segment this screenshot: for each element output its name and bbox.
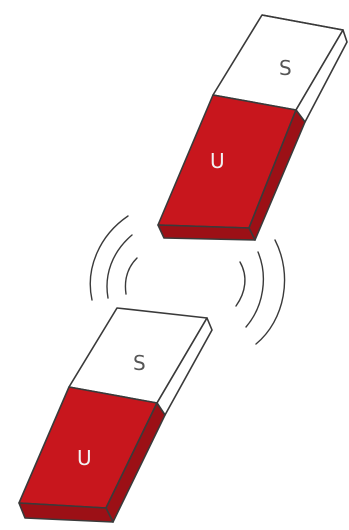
field-line-right-middle <box>245 251 264 328</box>
upper-magnet-bottom-pole-label: U <box>210 149 225 173</box>
lower-magnet: S U <box>18 307 213 523</box>
field-line-left-inner <box>124 257 138 295</box>
field-line-left-middle <box>106 234 133 299</box>
upper-magnet: S U <box>157 14 348 241</box>
lower-magnet-bottom-pole-label: U <box>77 446 92 470</box>
field-line-right-outer <box>255 239 286 345</box>
upper-magnet-top-pole-label: S <box>279 56 292 80</box>
field-line-left-outer <box>89 215 129 301</box>
lower-magnet-red-bottom <box>18 502 114 523</box>
upper-magnet-top-edge <box>261 14 344 31</box>
magnetic-field-arc-lines-icon <box>89 215 286 345</box>
upper-magnet-red-bottom <box>157 224 256 241</box>
field-line-right-inner <box>235 261 246 307</box>
lower-magnet-top-pole-label: S <box>133 351 146 375</box>
